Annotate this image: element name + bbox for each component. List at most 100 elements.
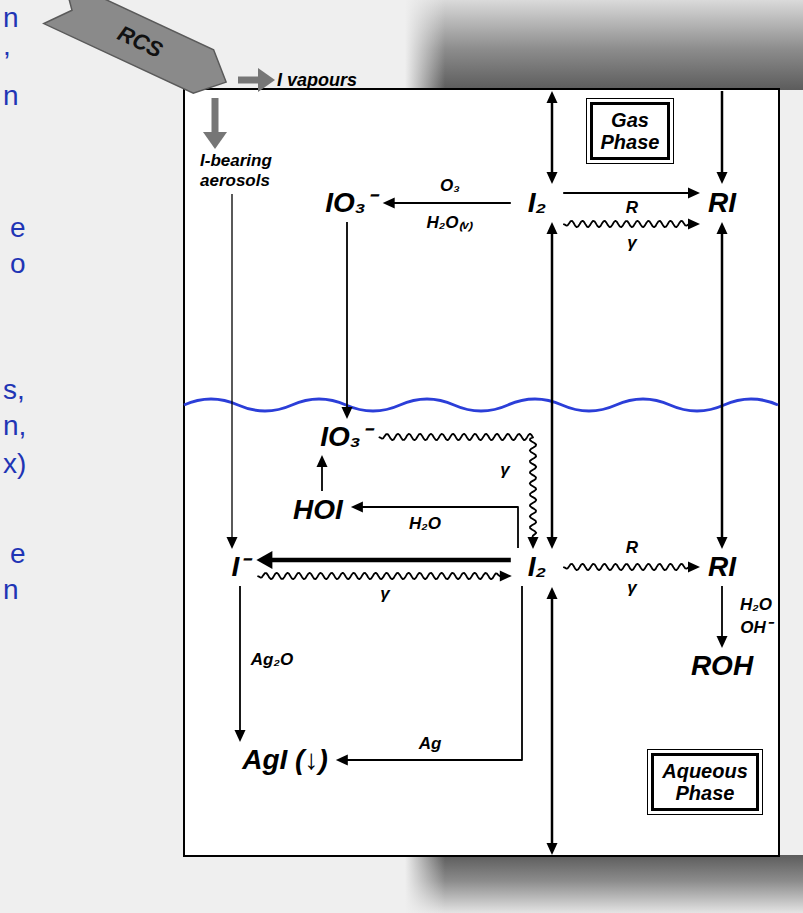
cut-text: x) xyxy=(3,448,26,480)
reaction-arrow xyxy=(547,222,558,549)
species-node: I⁻ xyxy=(226,551,255,583)
arrow-head xyxy=(342,407,353,419)
cut-text: e xyxy=(10,212,26,244)
species-formula: IO₃⁻ xyxy=(325,187,374,219)
connector-line xyxy=(270,558,511,563)
release-label: I vapours xyxy=(277,69,357,91)
edge-label: Ag₂O xyxy=(249,650,295,670)
connector-line xyxy=(239,586,241,732)
arrow-head xyxy=(500,571,512,582)
release-arrow xyxy=(238,68,275,92)
cut-text: o xyxy=(10,248,26,280)
arrow-head xyxy=(717,172,728,184)
arrow-head xyxy=(688,562,700,573)
species-formula: I₂ xyxy=(528,187,546,219)
phase-box-inner: Aqueous Phase xyxy=(651,753,759,811)
reaction-arrow xyxy=(717,586,728,648)
connector-line xyxy=(721,586,723,638)
species-node: RI xyxy=(702,187,742,219)
species-formula: I₂ xyxy=(528,551,546,583)
arrow-head xyxy=(258,68,275,92)
edge-label: γ xyxy=(625,233,638,253)
reaction-arrow xyxy=(351,502,518,549)
species-formula: I⁻ xyxy=(232,551,249,583)
species-node: I₂ xyxy=(514,187,560,219)
shadow-bar xyxy=(405,855,803,913)
cut-text: n xyxy=(3,80,19,112)
reaction-arrow xyxy=(563,219,700,230)
shadow-fade xyxy=(405,855,445,913)
species-formula: RI xyxy=(708,187,736,219)
reaction-arrow xyxy=(717,222,728,549)
connector-line xyxy=(238,77,261,84)
connector-line xyxy=(551,232,554,539)
arrow-head xyxy=(528,537,539,549)
connector-line xyxy=(563,192,690,194)
arrow-head xyxy=(547,537,558,549)
shadow-bar xyxy=(405,0,803,90)
arrow-head xyxy=(688,188,700,199)
radiolysis-line xyxy=(257,573,501,579)
cut-text: n xyxy=(3,2,19,34)
radiolysis-line xyxy=(563,564,690,570)
arrow-head xyxy=(317,455,328,467)
connector-line xyxy=(321,465,323,491)
arrow-head xyxy=(717,636,728,648)
radiolysis-line xyxy=(379,434,537,539)
connector-line xyxy=(361,507,518,548)
shadow-fade xyxy=(405,0,445,90)
phase-box: Aqueous Phase xyxy=(647,749,763,815)
edge-label: H₂O xyxy=(407,514,443,534)
arrow-head xyxy=(383,198,395,209)
transfer-line xyxy=(721,91,724,174)
reaction-arrow xyxy=(256,551,510,569)
phase-title: Aqueous Phase xyxy=(662,760,748,804)
connector-line xyxy=(231,194,232,539)
species-formula: HOI xyxy=(293,494,343,526)
cut-text: n xyxy=(3,574,19,606)
species-node: IO₃⁻ xyxy=(314,421,375,453)
arrow-head xyxy=(547,222,558,234)
source-chevron: RCS xyxy=(45,0,235,95)
chevron-fill xyxy=(44,0,226,93)
edge-label: γ xyxy=(378,584,391,604)
arrow-head xyxy=(717,222,728,234)
cut-text: s, xyxy=(3,374,25,406)
reaction-arrow xyxy=(336,586,522,766)
arrow-head xyxy=(351,502,363,513)
species-node: RI xyxy=(702,551,742,583)
arrow-head xyxy=(547,172,558,184)
arrow-head xyxy=(336,755,348,766)
species-formula: RI xyxy=(708,551,736,583)
edge-label: γ xyxy=(498,460,511,480)
release-node: I-bearing aerosols xyxy=(200,151,300,191)
reaction-arrow xyxy=(379,434,539,549)
arrow-head xyxy=(203,132,227,149)
reaction-arrow xyxy=(342,222,353,419)
species-node: HOI xyxy=(287,494,349,526)
transfer-line xyxy=(551,101,554,174)
arrow-head xyxy=(256,551,272,569)
edge-label: R xyxy=(624,538,640,558)
edge-label: O₃ xyxy=(438,176,462,196)
connector-line xyxy=(721,232,724,539)
cut-text: n, xyxy=(3,410,26,442)
edge-label: H₂O xyxy=(738,595,774,615)
species-formula: ROH xyxy=(691,650,753,682)
connector-line xyxy=(346,586,522,760)
reaction-arrow xyxy=(227,194,238,549)
arrow-head xyxy=(547,91,558,103)
cut-text: , xyxy=(3,30,11,62)
phase-title: Gas Phase xyxy=(601,109,660,153)
arrow-head xyxy=(235,730,246,742)
species-node: AgI (↓) xyxy=(236,744,334,776)
arrow-head xyxy=(547,843,558,855)
species-formula: AgI (↓) xyxy=(242,744,328,776)
release-arrow xyxy=(203,98,227,149)
transfer-line xyxy=(551,597,554,845)
phase-box-inner: Gas Phase xyxy=(590,102,671,160)
connector-line xyxy=(393,202,511,204)
reaction-arrow xyxy=(563,188,700,199)
arrow-head xyxy=(547,587,558,599)
